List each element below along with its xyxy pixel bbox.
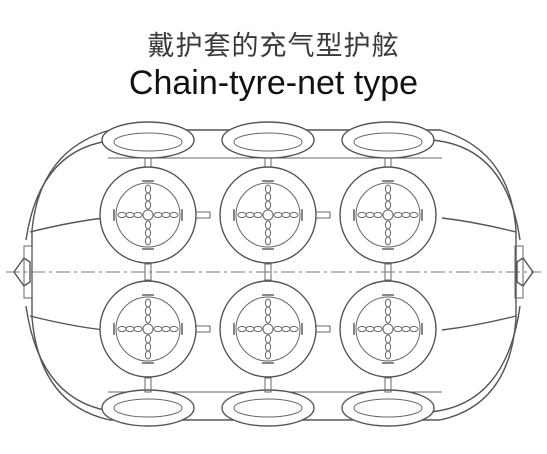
title-english: Chain-tyre-net type — [128, 64, 419, 102]
tyre-bottom-2 — [221, 389, 315, 427]
tyre-top-1 — [101, 121, 195, 159]
big-tyre-3 — [339, 166, 437, 264]
big-tyre-5 — [219, 280, 317, 378]
big-tyre-6 — [339, 280, 437, 378]
side-chain-left-bottom — [29, 315, 105, 331]
side-chain-right-bottom — [441, 315, 517, 331]
side-chain-left-top — [29, 217, 105, 233]
tyre-top-3 — [341, 121, 435, 159]
big-tyres-group — [99, 166, 437, 378]
net-curve-bottom-left — [25, 305, 119, 413]
tyre-bottom-1 — [101, 389, 195, 427]
net-curve-bottom-right — [429, 305, 521, 413]
end-flange-left — [13, 245, 33, 299]
net-curve-top-left — [25, 139, 119, 241]
end-flange-right — [514, 245, 534, 299]
title-chinese: 戴护套的充气型护舷 — [147, 31, 400, 62]
big-tyre-2 — [219, 166, 317, 264]
tyre-bottom-3 — [341, 389, 435, 427]
side-chain-right-top — [441, 217, 517, 233]
big-tyre-1 — [99, 166, 197, 264]
big-tyre-4 — [99, 280, 197, 378]
tyre-top-2 — [221, 121, 315, 159]
net-curve-top-right — [429, 139, 521, 241]
